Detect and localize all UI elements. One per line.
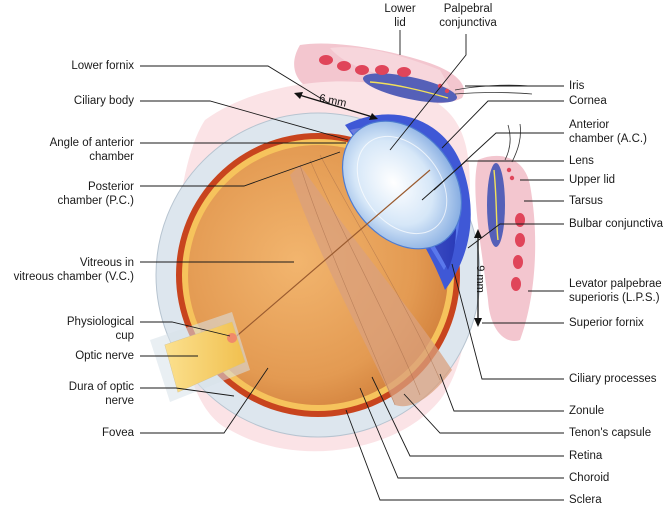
- leader-physiological-cup: [140, 321, 231, 337]
- label-lower-fornix: Lower fornix: [71, 60, 134, 72]
- label-lens: Lens: [569, 155, 594, 167]
- label-fovea: Fovea: [102, 427, 134, 439]
- leader-sclera: [345, 409, 564, 501]
- leader-palpebral-conjunctiva: [389, 34, 467, 151]
- leader-retina: [371, 376, 564, 457]
- label-sclera: Sclera: [569, 494, 602, 506]
- leader-zonule: [439, 373, 564, 412]
- lower-fornix-measure-arrow: [294, 92, 378, 120]
- label-iris: Iris: [569, 80, 585, 92]
- leader-fovea: [140, 367, 269, 434]
- label-choroid: Choroid: [569, 472, 610, 484]
- leader-cornea: [441, 100, 564, 149]
- lens-shape: [341, 120, 463, 250]
- visual-axis-line: [231, 169, 431, 341]
- label-ciliary-processes: Ciliary processes: [569, 373, 657, 385]
- label-tarsus: Tarsus: [569, 195, 603, 207]
- leader-bulbar-conjunctiva: [467, 223, 564, 249]
- label-superior-fornix: Superior fornix: [569, 317, 644, 329]
- lens-nucleus: [356, 135, 448, 235]
- label-retina: Retina: [569, 450, 603, 462]
- leader-lines: [140, 30, 564, 501]
- label-cornea: Cornea: [569, 95, 607, 107]
- label-bulbar-conjunctiva: Bulbar conjunctiva: [569, 218, 663, 230]
- physiological-cup-shape: [227, 333, 237, 343]
- superior-fornix-measure-label: 9 mm: [473, 265, 486, 293]
- leader-choroid: [359, 387, 564, 479]
- leader-lens: [421, 160, 564, 201]
- label-zonule: Zonule: [569, 405, 605, 417]
- leader-dura: [140, 387, 235, 397]
- leader-posterior-chamber: [140, 151, 341, 187]
- leader-tenons-capsule: [403, 393, 564, 434]
- ciliary-processes-shape: [290, 154, 452, 407]
- leader-ciliary-body: [140, 100, 349, 141]
- leader-lower-fornix: [140, 65, 331, 105]
- label-ciliary-body: Ciliary body: [73, 95, 134, 107]
- lower-eyelashes: [454, 84, 533, 95]
- leader-ciliary-processes: [451, 263, 564, 380]
- upper-lid-shape: [475, 155, 536, 341]
- superior-fornix-measure-arrow: [474, 229, 482, 327]
- label-tenons-capsule: Tenon's capsule: [569, 427, 652, 439]
- label-optic-nerve: Optic nerve: [75, 350, 134, 362]
- label-upper-lid: Upper lid: [569, 174, 616, 186]
- upper-lid-tarsus-shape: [487, 123, 525, 291]
